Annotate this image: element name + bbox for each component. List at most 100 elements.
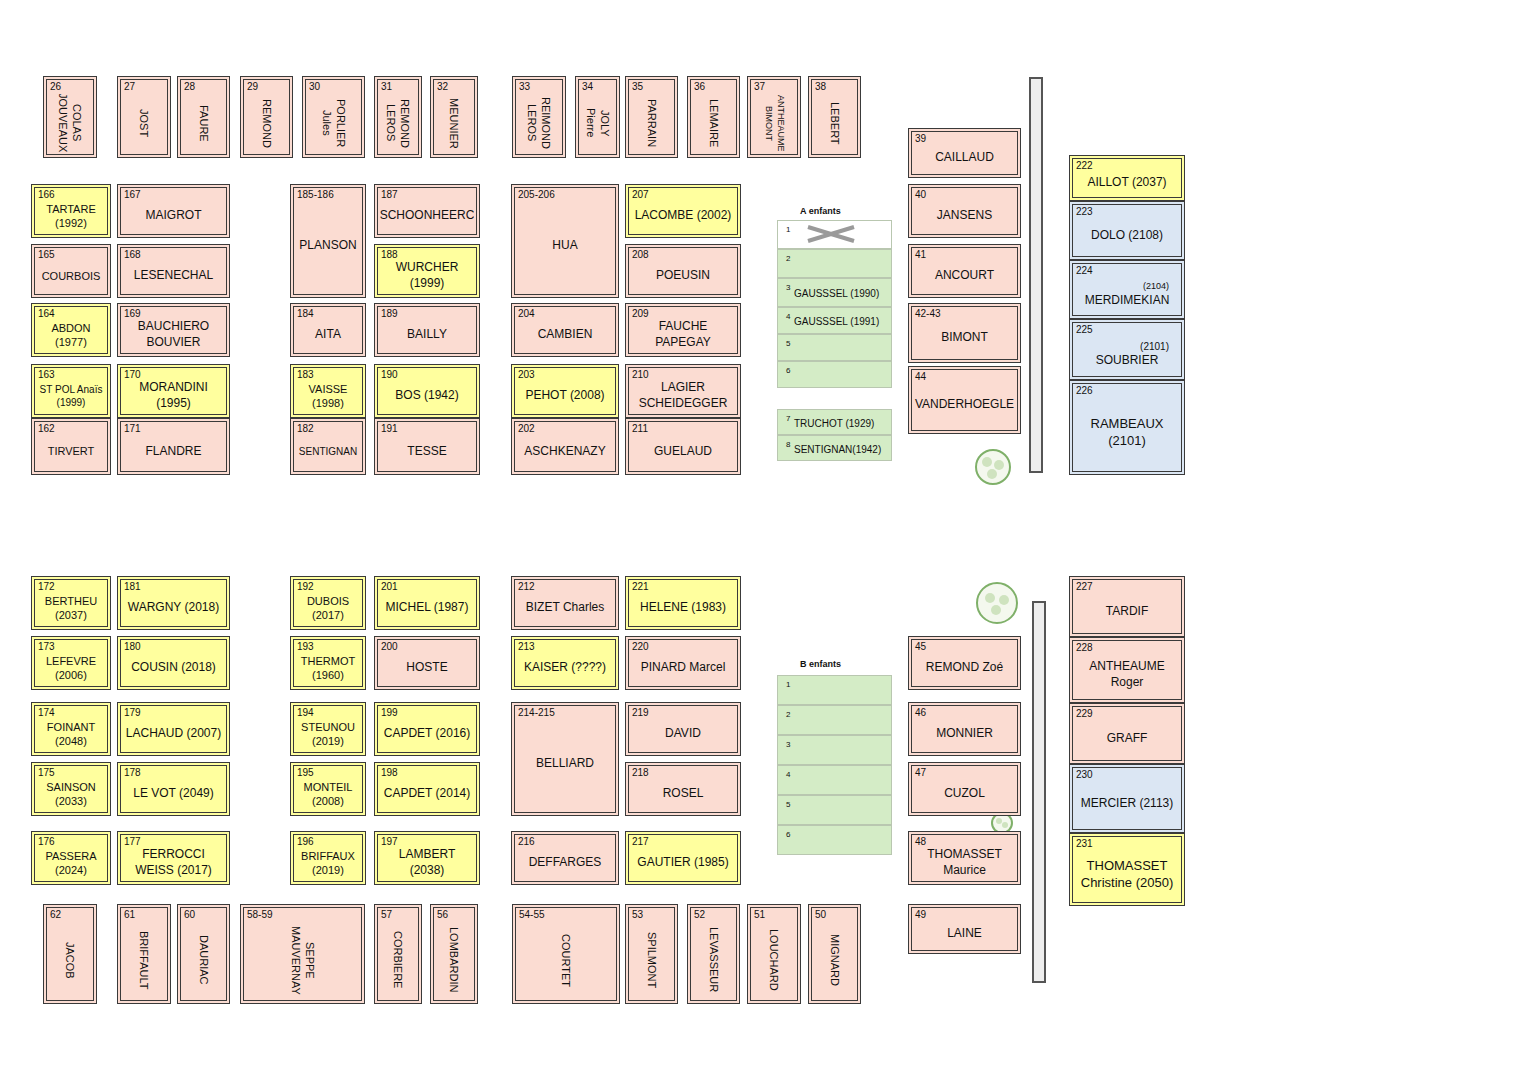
plot-number: 164 bbox=[38, 308, 55, 319]
plot-box: 175SAINSON (2033) bbox=[31, 762, 111, 816]
plot-name-area: GRAFF bbox=[1075, 719, 1179, 758]
plot-box: 178LE VOT (2049) bbox=[117, 762, 230, 816]
plot-name: LEFEVRE (2006) bbox=[37, 654, 105, 683]
plot-number: 8 bbox=[786, 439, 790, 450]
plot-name-area: ANTHEAUME Roger bbox=[1075, 653, 1179, 697]
plot-name-area: THERMOT (1960) bbox=[296, 652, 360, 684]
plot-name-area: REIMOND LEROS bbox=[518, 94, 560, 152]
plot-name-area: PINARD Marcel bbox=[631, 652, 735, 684]
plot-name-area: FERROCCI WEISS (2017) bbox=[123, 847, 224, 879]
plot-name: FAUCHE PAPEGAY bbox=[631, 319, 735, 350]
plot-box: 196BRIFFAUX (2019) bbox=[290, 831, 366, 885]
plot-box: 44VANDERHOEGLE bbox=[908, 366, 1021, 434]
plot-name: VANDERHOEGLE bbox=[915, 397, 1014, 413]
plot-name: BERTHEU (2037) bbox=[37, 594, 105, 623]
plot-name: DAURIAC bbox=[196, 935, 210, 985]
plot-box: 224(2104)MERDIMEKIAN bbox=[1069, 260, 1185, 319]
plot-name-area: SPILMONT bbox=[631, 922, 672, 998]
plot-name: ABDON (1977) bbox=[37, 321, 105, 350]
plot-box: 170MORANDINI (1995) bbox=[117, 364, 230, 418]
plot-name: KAISER (????) bbox=[524, 660, 606, 676]
plot-name-area: COLAS JOUVEAUX bbox=[49, 94, 91, 152]
plot-name-area: MONNIER bbox=[914, 718, 1015, 750]
plot-box: 33REIMOND LEROS bbox=[512, 76, 566, 158]
plot-number: 38 bbox=[815, 81, 826, 92]
plot-name: LEVASSEUR bbox=[706, 927, 720, 992]
plot-number: 211 bbox=[632, 423, 648, 434]
plot-name: ST POL Anaïs (1999) bbox=[37, 383, 105, 409]
plot-box: 208POEUSIN bbox=[625, 244, 741, 298]
plot-number: 171 bbox=[124, 423, 141, 434]
plot-number: 189 bbox=[381, 308, 398, 319]
plot-number: 191 bbox=[381, 423, 398, 434]
plot-number: 46 bbox=[915, 707, 926, 718]
plot-box: 184AITA bbox=[290, 303, 366, 357]
plot-box: 4 bbox=[777, 765, 892, 795]
plot-name-area: FLANDRE bbox=[123, 434, 224, 469]
plot-name: HOSTE bbox=[406, 660, 447, 676]
plot-name: TARTARE (1992) bbox=[37, 202, 105, 231]
plot-name: THERMOT (1960) bbox=[296, 654, 360, 683]
plot-number: 5 bbox=[786, 799, 790, 810]
plot-name: ROSEL bbox=[663, 786, 704, 802]
plot-name: AITA bbox=[315, 327, 341, 343]
plot-box: 3GAUSSSEL (1990) bbox=[777, 278, 892, 307]
plot-name-area: PEHOT (2008) bbox=[517, 380, 613, 412]
plot-name: BAUCHIERO BOUVIER bbox=[123, 319, 224, 350]
plot-name-area: BELLIARD bbox=[517, 718, 613, 810]
plot-name-area: MERCIER (2113) bbox=[1075, 780, 1179, 827]
plot-box: 216DEFFARGES bbox=[511, 831, 619, 885]
plot-number: 62 bbox=[50, 909, 61, 920]
plot-box: 194STEUNOU (2019) bbox=[290, 702, 366, 756]
plot-name-area: PASSERA (2024) bbox=[37, 847, 105, 879]
plot-number: 207 bbox=[632, 189, 649, 200]
plot-box: 211GUELAUD bbox=[625, 418, 741, 475]
plot-number: 50 bbox=[815, 909, 826, 920]
plot-name-area: LEVASSEUR bbox=[693, 922, 734, 998]
plot-number: 228 bbox=[1076, 642, 1093, 653]
plot-number: 57 bbox=[381, 909, 392, 920]
plot-number: 27 bbox=[124, 81, 135, 92]
plot-number: 37 bbox=[754, 81, 765, 92]
plot-name: BRIFFAULT bbox=[137, 931, 151, 989]
plot-name: CUZOL bbox=[944, 786, 985, 802]
plot-name-area: STEUNOU (2019) bbox=[296, 718, 360, 750]
plot-box: 225(2101)SOUBRIER bbox=[1069, 319, 1185, 380]
plot-name-area: ABDON (1977) bbox=[37, 319, 105, 351]
plot-box: 3 bbox=[777, 735, 892, 765]
plot-number: 197 bbox=[381, 836, 398, 847]
plot-number: 214-215 bbox=[518, 707, 555, 718]
path-bar bbox=[1030, 78, 1042, 472]
plot-number: 56 bbox=[437, 909, 448, 920]
plot-box: 48THOMASSET Maurice bbox=[908, 831, 1021, 885]
plot-box: 47CUZOL bbox=[908, 762, 1021, 816]
plot-box: 53SPILMONT bbox=[625, 904, 678, 1004]
plot-name: GAUTIER (1985) bbox=[637, 855, 728, 871]
plot-name-area: CAMBIEN bbox=[517, 319, 613, 351]
plot-box: 166TARTARE (1992) bbox=[31, 184, 111, 238]
plot-name: SENTIGNAN(1942) bbox=[794, 444, 881, 455]
plot-name-area: BRIFFAULT bbox=[123, 922, 165, 998]
plot-name: JACOB bbox=[63, 942, 77, 979]
plot-box: 31REMOND LEROS bbox=[374, 76, 422, 158]
plot-name: FAURE bbox=[196, 105, 210, 142]
plot-number: 201 bbox=[381, 581, 398, 592]
plot-name: ANCOURT bbox=[935, 268, 994, 284]
plot-name-area: BOS (1942) bbox=[380, 380, 474, 412]
plot-number: 221 bbox=[632, 581, 649, 592]
plot-box: 230MERCIER (2113) bbox=[1069, 764, 1185, 833]
plot-number: 40 bbox=[915, 189, 926, 200]
plot-name-area: TESSE bbox=[380, 434, 474, 469]
plot-number: 170 bbox=[124, 369, 141, 380]
plot-box: 176PASSERA (2024) bbox=[31, 831, 111, 885]
plot-number: 41 bbox=[915, 249, 926, 260]
plot-number: 169 bbox=[124, 308, 141, 319]
plot-name: MONTEIL (2008) bbox=[296, 780, 360, 809]
plot-number: 183 bbox=[297, 369, 314, 380]
plot-number: 31 bbox=[381, 81, 392, 92]
plot-box: 28FAURE bbox=[177, 76, 230, 158]
plot-name: TRUCHOT (1929) bbox=[794, 418, 874, 429]
plot-name-area: AILLOT (2037) bbox=[1075, 171, 1179, 195]
plot-name: COURTET bbox=[559, 934, 573, 987]
plot-name: CAMBIEN bbox=[538, 327, 593, 343]
